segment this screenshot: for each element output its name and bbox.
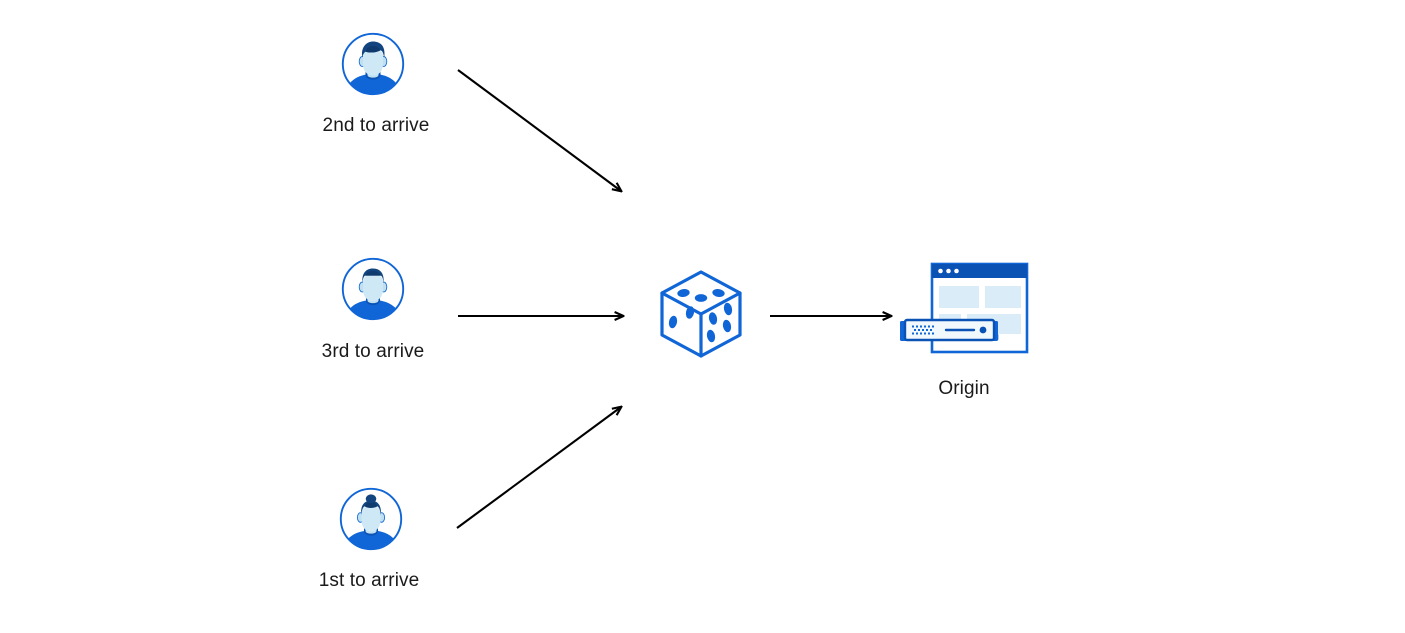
arrow-2nd-to-dice bbox=[457, 69, 621, 191]
origin-server-icon bbox=[900, 262, 1029, 354]
arrow-1st-to-dice bbox=[456, 407, 621, 529]
dice-icon bbox=[660, 270, 742, 358]
user-avatar-icon bbox=[339, 487, 403, 551]
user-avatar-icon bbox=[341, 32, 405, 96]
client-label-3rd: 3rd to arrive bbox=[321, 341, 425, 362]
network-router-icon bbox=[900, 318, 999, 342]
client-label-1st: 1st to arrive bbox=[318, 570, 420, 591]
client-label-2nd: 2nd to arrive bbox=[322, 115, 430, 136]
user-avatar-icon bbox=[341, 257, 405, 321]
origin-label: Origin bbox=[938, 378, 990, 399]
